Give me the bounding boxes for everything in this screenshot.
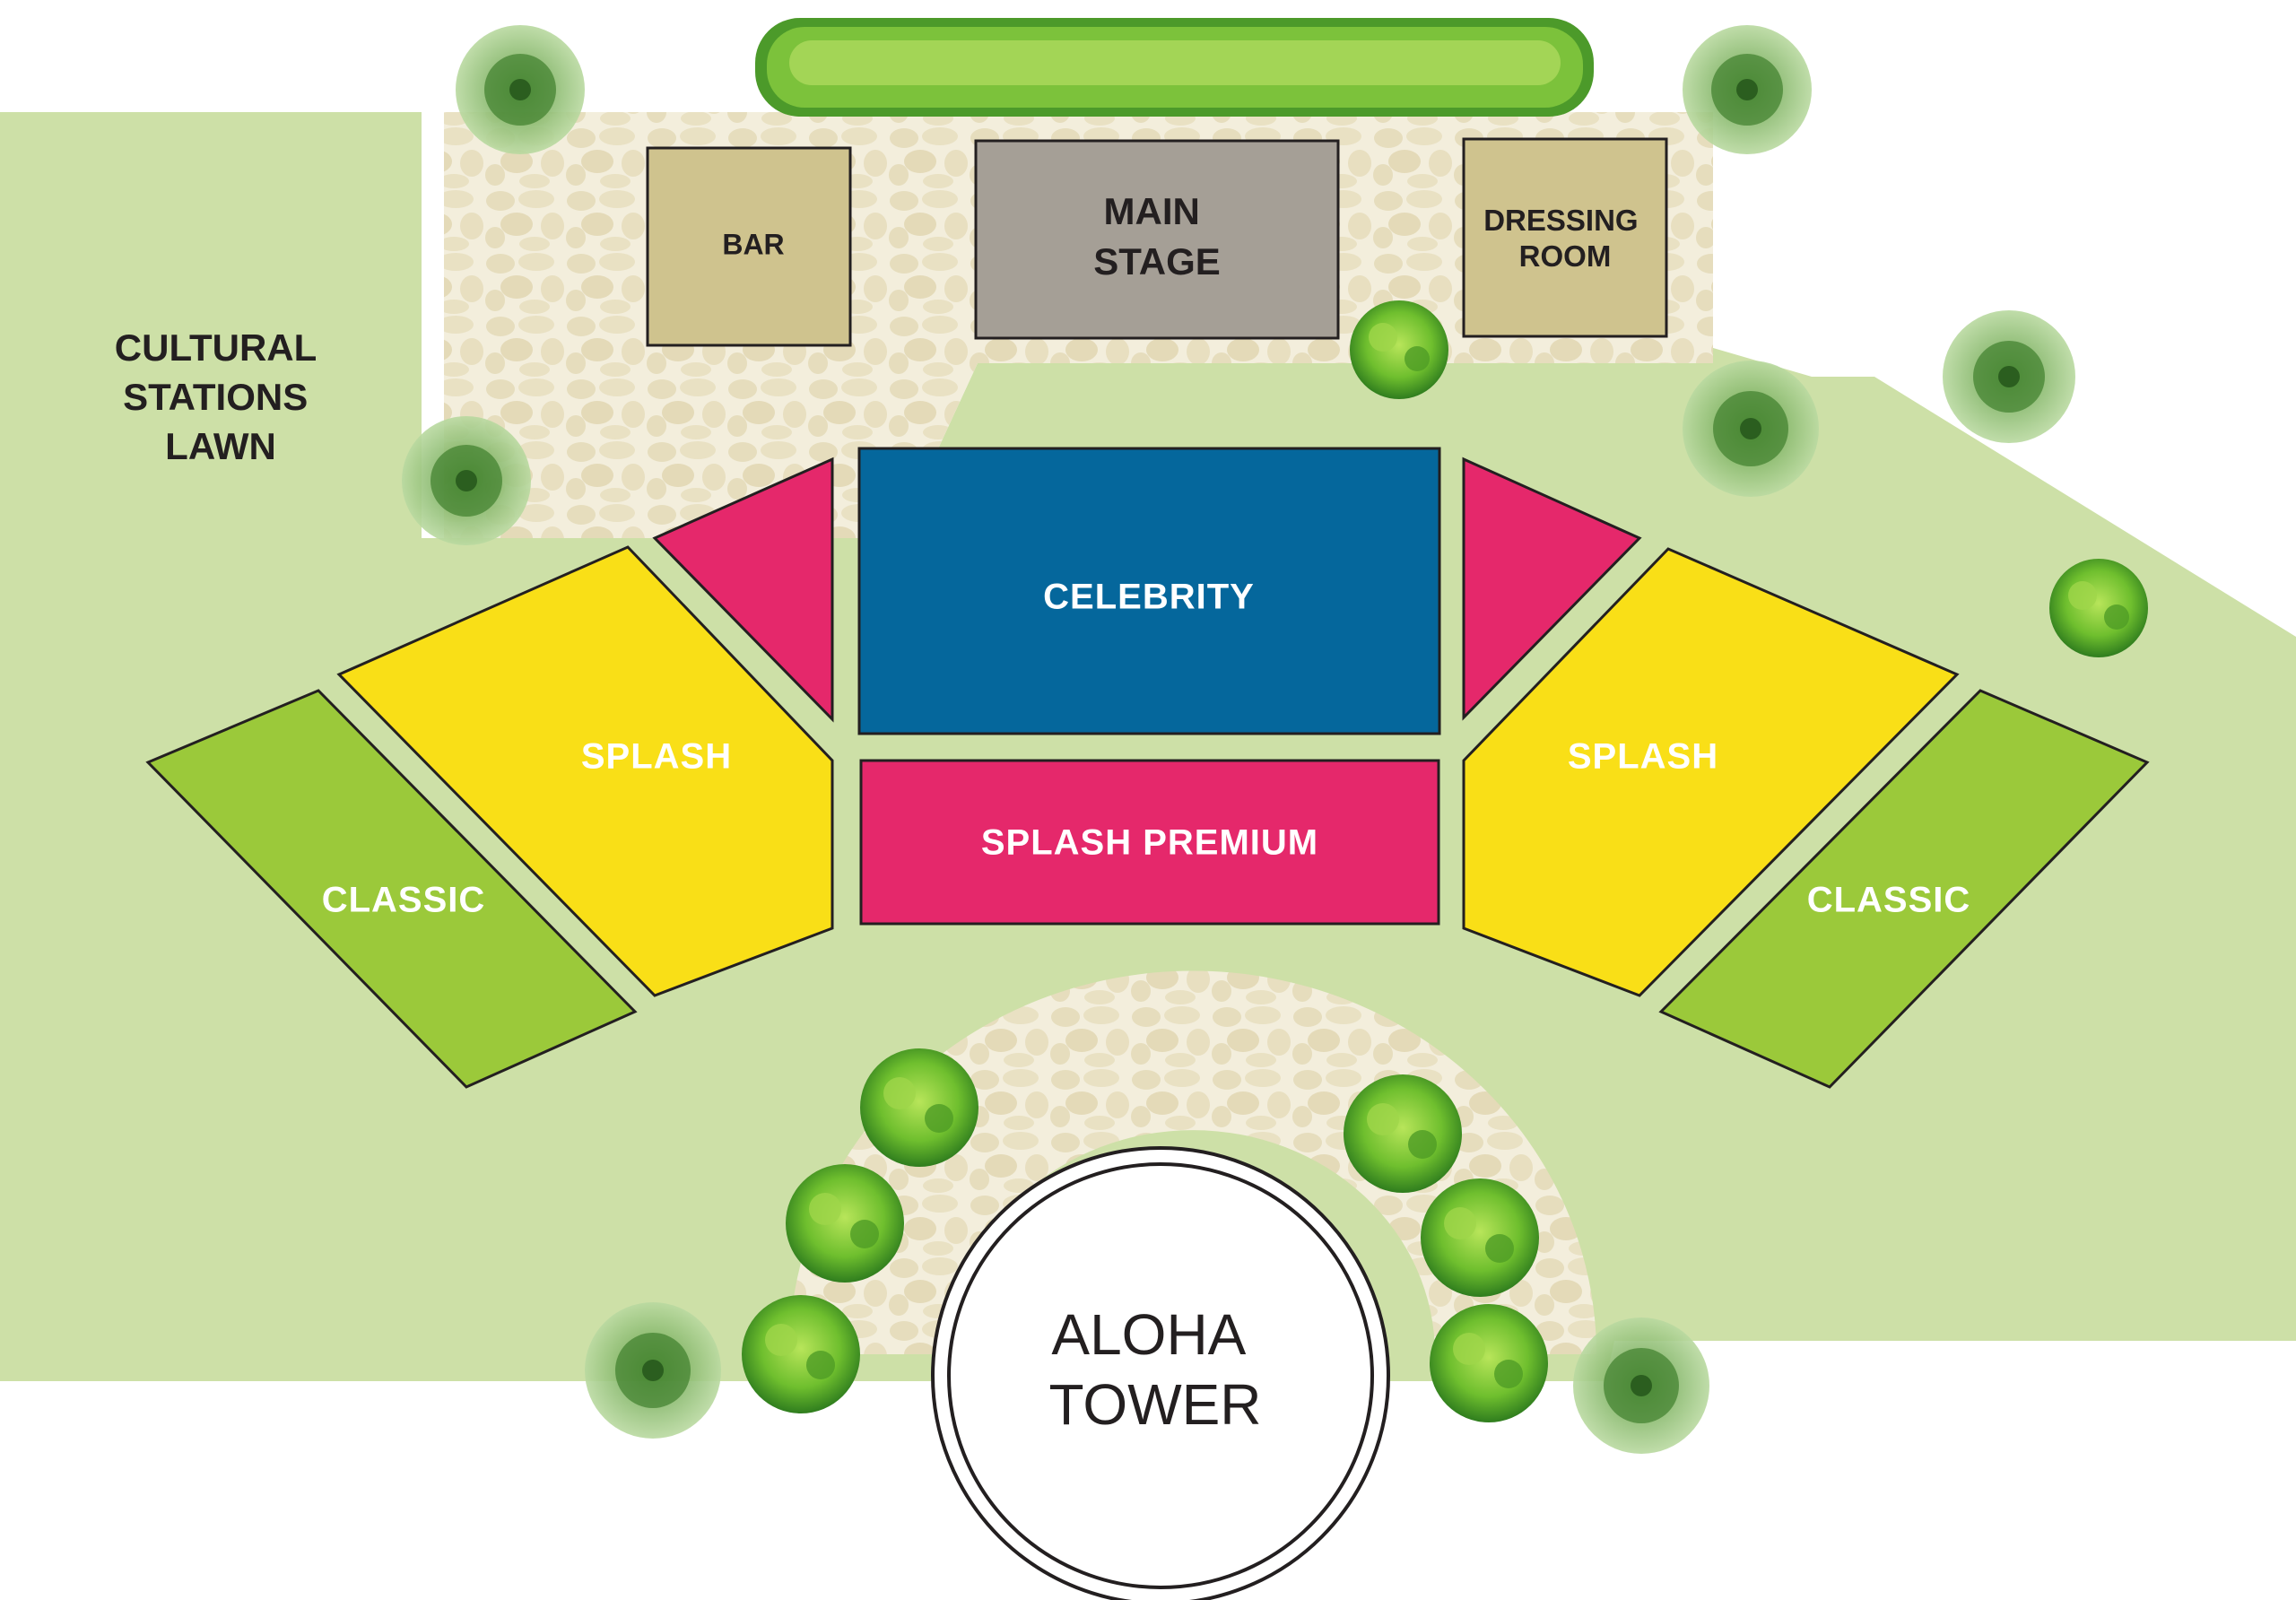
shrub-icon [2049, 559, 2148, 657]
tower-pebble-path [789, 970, 1596, 1354]
shrub-icon [786, 1164, 904, 1283]
shrubs [742, 300, 2148, 1422]
bar-label: BAR [722, 228, 784, 260]
celebrity-section[interactable] [857, 447, 1441, 735]
celebrity-label: CELEBRITY [1043, 578, 1255, 617]
classic-left-section[interactable] [145, 689, 638, 1089]
shrub-icon [1350, 300, 1448, 399]
main-stage-label: MAIN STAGE [1093, 190, 1221, 283]
classic-left-label: CLASSIC [322, 881, 486, 920]
main-stage-label-line-1: MAIN [1104, 190, 1200, 232]
dressing-room-building [1462, 137, 1668, 338]
splash-premium-label: SPLASH PREMIUM [981, 823, 1318, 863]
palm-trees [402, 25, 2075, 1454]
lawn-label-line-1: CULTURAL [115, 326, 317, 369]
splash-right-label: SPLASH [1568, 737, 1718, 777]
palm-tree-icon [1683, 361, 1819, 497]
palm-tree-icon [585, 1302, 721, 1439]
dressing-room-label-line-1: DRESSING [1483, 204, 1638, 237]
aloha-tower-label: ALOHA TOWER [1048, 1302, 1261, 1437]
palm-tree-icon [402, 416, 531, 545]
lawn-label-line-2: STATIONS [123, 376, 308, 418]
shrub-icon [1430, 1304, 1548, 1422]
dressing-room-label: DRESSING ROOM [1483, 204, 1647, 273]
shrub-icon [860, 1048, 978, 1167]
lawn-label-line-3: LAWN [165, 425, 276, 467]
premium-wedge-left[interactable] [652, 457, 834, 723]
aloha-tower [931, 1146, 1390, 1600]
premium-wedge-right[interactable] [1462, 457, 1642, 721]
palm-tree-icon [1683, 25, 1812, 154]
dressing-room-label-line-2: ROOM [1519, 239, 1612, 273]
splash-premium-section[interactable] [859, 759, 1440, 926]
splash-right-section[interactable] [1462, 547, 1960, 997]
palm-tree-icon [1943, 310, 2075, 443]
hedge [755, 18, 1594, 117]
shrub-icon [1421, 1178, 1539, 1297]
palm-tree-icon [456, 25, 585, 154]
splash-left-section[interactable] [336, 545, 834, 997]
splash-left-label: SPLASH [581, 737, 732, 777]
classic-right-section[interactable] [1658, 689, 2150, 1089]
classic-right-label: CLASSIC [1807, 881, 1971, 920]
shrub-icon [742, 1295, 860, 1413]
aloha-tower-label-line-2: TOWER [1048, 1372, 1261, 1437]
main-stage-label-line-2: STAGE [1093, 240, 1221, 283]
palm-tree-icon [1573, 1317, 1709, 1454]
cultural-stations-lawn-label: CULTURAL STATIONS LAWN [115, 326, 326, 467]
bar-building [646, 146, 852, 347]
aloha-tower-label-line-1: ALOHA [1051, 1302, 1246, 1367]
main-stage [974, 139, 1340, 340]
shrub-icon [1344, 1074, 1462, 1193]
